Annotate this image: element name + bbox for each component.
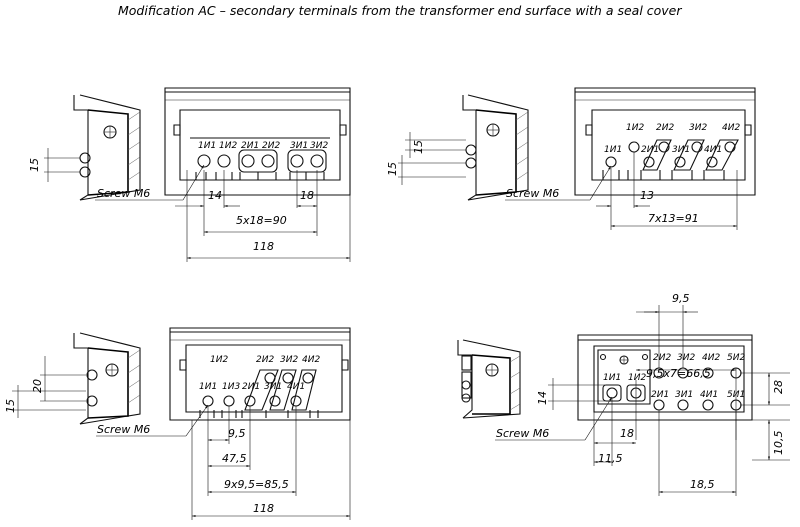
terminal-row	[195, 149, 327, 180]
dim-pitch: 9,5	[228, 427, 246, 440]
terminal-label: 2И2	[656, 123, 674, 133]
terminal-label: 3И2	[280, 355, 298, 365]
side-view: 15	[28, 94, 141, 201]
dim-side: 15	[28, 158, 41, 172]
terminal-row	[199, 369, 319, 418]
terminal-label: 2И1	[641, 145, 659, 155]
terminal-label: 1И2	[210, 355, 228, 365]
dim-side-c: 10,5	[772, 431, 785, 456]
terminal-label: 5И2	[727, 353, 745, 363]
dim-side-b: 15	[4, 399, 17, 413]
terminal-label: 2И1	[651, 390, 669, 400]
side-view: 20 15	[4, 332, 141, 425]
terminal-label: 2И2	[653, 353, 671, 363]
terminal-label: 1И2	[628, 373, 646, 383]
terminal-label: 4И2	[702, 353, 720, 363]
dim-chain: 7x13=91	[648, 212, 699, 225]
dim-chain: 5x18=90	[236, 214, 287, 227]
dim-pitch: 18	[300, 189, 314, 202]
terminal-label: 4И1	[287, 382, 305, 392]
dim-top-pitch: 9,5	[672, 292, 690, 305]
terminal-label: 3И1	[672, 145, 690, 155]
dim-side-b: 28	[772, 380, 785, 394]
terminal-label: 3И1	[675, 390, 693, 400]
terminal-label: 3И1	[264, 382, 282, 392]
screw-label: Screw M6	[97, 187, 150, 200]
terminal-label: 1И2	[219, 141, 237, 151]
view-top-left: 15 1И1 1И2 2И1 2И2 3И1 3И2	[28, 87, 351, 262]
screw-label: Screw M6	[506, 187, 559, 200]
terminal-label: 4И1	[700, 390, 718, 400]
dim-h11: 11,5	[598, 452, 623, 465]
page-title: Modification AC – secondary terminals fr…	[118, 3, 682, 18]
dim-h18b: 18,5	[690, 478, 715, 491]
terminal-row	[602, 139, 739, 180]
terminal-label: 2И1	[242, 382, 260, 392]
side-view: 15 15	[386, 94, 529, 201]
terminal-label: 1И1	[199, 382, 217, 392]
terminal-label: 1И2	[626, 123, 644, 133]
terminal-label: 1И1	[604, 145, 622, 155]
dim-side-a: 20	[31, 379, 44, 393]
terminal-label: 4И2	[302, 355, 320, 365]
screw-label: Screw M6	[496, 427, 549, 440]
dim-side-a: 14	[536, 391, 549, 405]
terminal-label: 4И1	[704, 145, 722, 155]
dim-offset: 47,5	[222, 452, 247, 465]
dim-overall: 118	[253, 502, 274, 515]
dim-h18: 18	[620, 427, 634, 440]
terminal-label: 3И2	[689, 123, 707, 133]
terminal-label: 1И1	[603, 373, 621, 383]
terminal-label: 2И1	[241, 141, 259, 151]
front-view: 1И2 2И2 3И2 4И2 1И1 1И3 2И1 3И1 4И1	[169, 327, 351, 421]
dim-side-b: 15	[386, 162, 399, 176]
view-bottom-left: 20 15 1И2 2И2 3И2 4И2 1И1 1	[4, 327, 351, 520]
front-view: 1И1 1И2 2И1 2И2 3И1 3И2	[164, 87, 351, 196]
terminal-label: 3И1	[290, 141, 308, 151]
view-bottom-right: 2И2 3И2 4И2 5И2 1И1 1И2 2И1 3И1 4И1 5И1 …	[457, 292, 790, 496]
front-view: 1И2 2И2 3И2 4И2 1И1 2И1 3И1 4И1	[574, 87, 756, 196]
terminal-label: 2И2	[256, 355, 274, 365]
dim-chain: 9,5x7=66,5	[646, 367, 711, 380]
dim-pitch: 13	[640, 189, 654, 202]
terminal-label: 3И2	[677, 353, 695, 363]
dim-overall: 118	[253, 240, 274, 253]
terminal-label: 2И2	[262, 141, 280, 151]
dim-chain: 9x9,5=85,5	[224, 478, 289, 491]
terminal-label: 4И2	[722, 123, 740, 133]
terminal-label: 3И2	[310, 141, 328, 151]
side-view	[457, 339, 521, 419]
screw-label: Screw M6	[97, 423, 150, 436]
terminal-label: 1И3	[222, 382, 240, 392]
dim-side-a: 15	[412, 140, 425, 154]
view-top-right: 15 15 1И2 2И2 3И2 4И2 1И1 2	[386, 87, 756, 230]
terminal-label: 1И1	[198, 141, 216, 151]
front-view: 2И2 3И2 4И2 5И2 1И1 1И2 2И1 3И1 4И1 5И1	[577, 334, 753, 421]
dim-pitch-small: 14	[208, 189, 222, 202]
